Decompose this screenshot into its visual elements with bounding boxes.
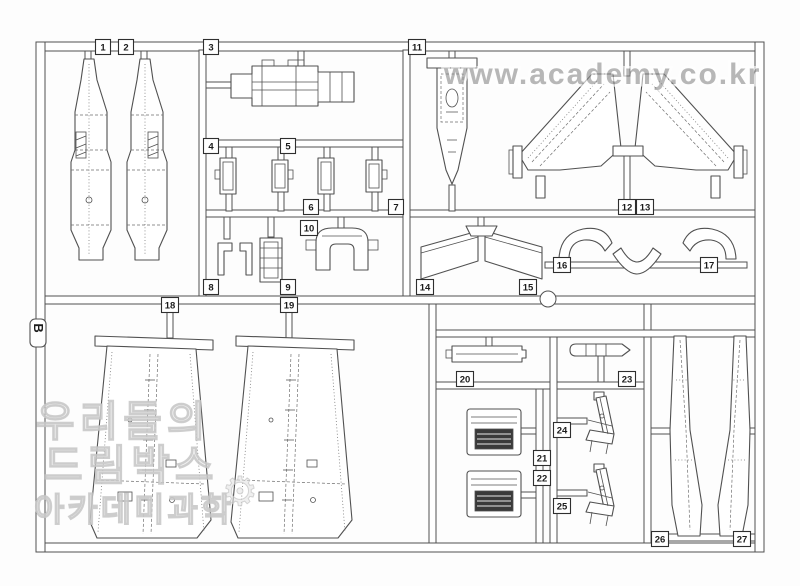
part-3-drawing bbox=[230, 59, 355, 107]
part-14-drawing bbox=[420, 230, 479, 280]
svg-text:25: 25 bbox=[557, 502, 568, 513]
wing-center-join bbox=[612, 145, 644, 157]
part-label-5: 5 bbox=[279, 137, 297, 155]
svg-text:9: 9 bbox=[285, 283, 290, 294]
svg-text:7: 7 bbox=[393, 203, 398, 214]
part-27-drawing bbox=[717, 335, 751, 537]
svg-text:23: 23 bbox=[622, 375, 633, 386]
part-25-drawing bbox=[585, 463, 615, 527]
part-label-16: 16 bbox=[552, 256, 572, 274]
svg-text:3: 3 bbox=[208, 43, 213, 54]
part-22-drawing bbox=[466, 470, 522, 518]
part-label-17: 17 bbox=[699, 256, 719, 274]
part-label-24: 24 bbox=[552, 421, 572, 439]
part-7-drawing bbox=[365, 159, 388, 193]
watermark-korean-line-2: 드림박스 bbox=[44, 441, 219, 490]
part-15-drawing bbox=[465, 225, 543, 280]
part-label-19: 19 bbox=[279, 296, 299, 314]
part-label-22: 22 bbox=[532, 469, 552, 487]
svg-text:22: 22 bbox=[537, 474, 548, 485]
part-label-25: 25 bbox=[552, 497, 572, 515]
part-label-3: 3 bbox=[202, 38, 220, 56]
part-label-6: 6 bbox=[302, 198, 320, 216]
part-1-drawing bbox=[70, 58, 112, 261]
svg-text:17: 17 bbox=[704, 261, 715, 272]
svg-text:13: 13 bbox=[640, 203, 651, 214]
part-label-21: 21 bbox=[532, 449, 552, 467]
canopy-center-frame bbox=[612, 247, 662, 275]
svg-text:11: 11 bbox=[412, 43, 423, 54]
part-label-11: 11 bbox=[407, 38, 427, 56]
part-16-drawing bbox=[558, 227, 613, 260]
watermark-korean: 우리들의 드림박스 아카데미과학 ⚙ bbox=[33, 396, 258, 529]
part-17-drawing bbox=[612, 227, 737, 275]
watermark-korean-line-1: 우리들의 bbox=[36, 397, 211, 446]
part-label-7: 7 bbox=[387, 198, 405, 216]
svg-text:16: 16 bbox=[557, 261, 568, 272]
svg-text:6: 6 bbox=[308, 203, 313, 214]
svg-text:14: 14 bbox=[420, 283, 431, 294]
part-12-drawing bbox=[508, 73, 622, 199]
part-8-drawing bbox=[217, 242, 253, 276]
svg-text:5: 5 bbox=[285, 142, 291, 153]
part-24-drawing bbox=[585, 391, 615, 455]
part-label-23: 23 bbox=[617, 370, 637, 388]
part-23-drawing bbox=[569, 343, 631, 357]
svg-text:12: 12 bbox=[622, 203, 633, 214]
part-5-drawing bbox=[271, 159, 294, 193]
watermark-korean-line-3: 아카데미과학 bbox=[34, 490, 234, 529]
part-label-10: 10 bbox=[299, 219, 319, 237]
part-label-18: 18 bbox=[160, 296, 180, 314]
part-label-8: 8 bbox=[202, 278, 220, 296]
part-2-drawing bbox=[126, 58, 168, 261]
svg-text:26: 26 bbox=[655, 535, 666, 546]
part-26-drawing bbox=[669, 335, 703, 537]
svg-text:15: 15 bbox=[523, 283, 534, 294]
part-6-drawing bbox=[317, 157, 335, 195]
part-20-drawing bbox=[445, 345, 527, 363]
svg-text:20: 20 bbox=[460, 375, 471, 386]
sprue-letter-plate: B bbox=[29, 318, 47, 348]
part-9-drawing bbox=[259, 237, 283, 283]
part-label-2: 2 bbox=[117, 38, 135, 56]
sprue-letter: B bbox=[31, 323, 46, 332]
part-label-1: 1 bbox=[94, 38, 112, 56]
svg-text:18: 18 bbox=[165, 301, 176, 312]
part-label-26: 26 bbox=[650, 530, 670, 548]
part-18-drawing bbox=[89, 335, 214, 539]
svg-text:1: 1 bbox=[100, 43, 106, 54]
svg-text:10: 10 bbox=[304, 224, 315, 235]
svg-text:27: 27 bbox=[737, 535, 748, 546]
part-label-20: 20 bbox=[455, 370, 475, 388]
svg-text:21: 21 bbox=[537, 454, 548, 465]
molding-gate-circle bbox=[539, 290, 557, 308]
part-label-12: 12 bbox=[617, 198, 637, 216]
part-10-drawing bbox=[305, 227, 379, 271]
part-11-drawing bbox=[426, 57, 478, 185]
svg-text:8: 8 bbox=[208, 283, 213, 294]
part-label-9: 9 bbox=[279, 278, 297, 296]
part-13-drawing bbox=[612, 73, 748, 199]
part-4-drawing bbox=[214, 157, 237, 195]
svg-text:24: 24 bbox=[557, 426, 568, 437]
part-label-15: 15 bbox=[518, 278, 538, 296]
part-label-27: 27 bbox=[732, 530, 752, 548]
svg-text:4: 4 bbox=[208, 142, 214, 153]
gear-icon: ⚙ bbox=[222, 469, 258, 515]
svg-text:2: 2 bbox=[123, 43, 128, 54]
part-label-4: 4 bbox=[202, 137, 220, 155]
watermark-site-url: www.academy.co.kr bbox=[443, 58, 761, 91]
part-label-14: 14 bbox=[415, 278, 435, 296]
svg-text:19: 19 bbox=[284, 301, 295, 312]
part-19-drawing bbox=[230, 335, 355, 539]
part-21-drawing bbox=[466, 408, 522, 456]
part-label-13: 13 bbox=[635, 198, 655, 216]
